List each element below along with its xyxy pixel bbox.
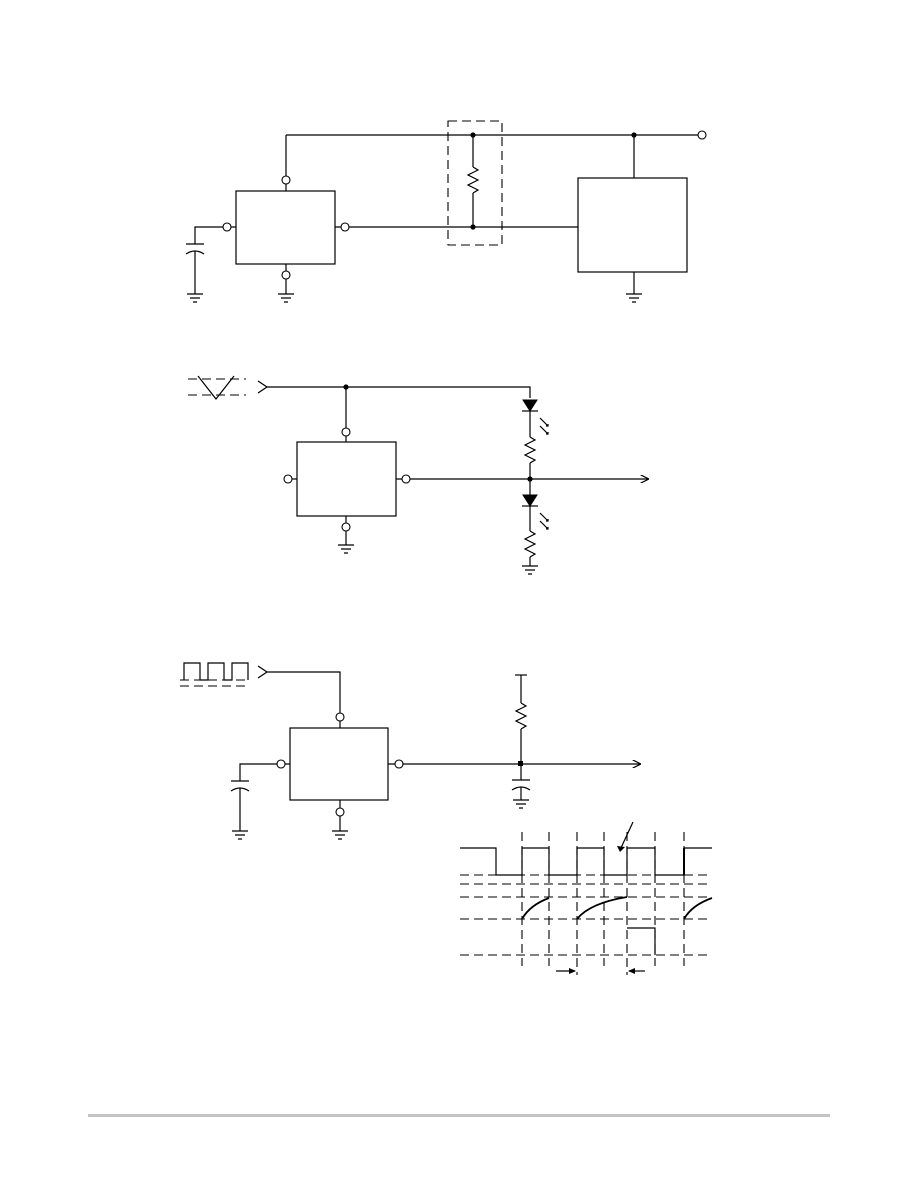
input-arrowhead — [257, 380, 269, 394]
ic-box — [235, 190, 336, 265]
ic-output-pin — [340, 222, 350, 232]
load-box — [577, 177, 688, 273]
ground-symbol — [626, 293, 642, 303]
input-arrowhead — [257, 665, 269, 679]
ic-box — [289, 727, 389, 801]
ground-symbol — [278, 293, 294, 303]
ic-ground-pin — [335, 807, 345, 817]
resistor-lower — [523, 530, 537, 558]
supply-terminal — [697, 130, 707, 140]
ic-ground-pin — [341, 522, 351, 532]
ic-box — [296, 441, 397, 517]
timing-diagram — [460, 821, 713, 975]
triangle-input-waveform — [188, 375, 246, 400]
footer-rule — [88, 1114, 830, 1117]
ic-input-pin — [283, 474, 293, 484]
figure-3-circuit — [180, 662, 640, 840]
charge-curve — [521, 897, 550, 920]
ic-output-pin — [401, 474, 411, 484]
ic-vcc-pin — [281, 175, 291, 185]
led-upper — [522, 399, 549, 435]
pull-up-dashed-box — [447, 120, 503, 246]
charge-curve — [576, 896, 628, 920]
ground-symbol — [232, 830, 248, 840]
pull-up-resistor — [466, 166, 480, 194]
resistor-upper — [523, 436, 537, 464]
output-resistor — [514, 702, 528, 730]
ground-symbol — [187, 293, 203, 303]
ic-trigger-pin — [335, 712, 345, 722]
output-pulse — [627, 927, 656, 955]
ic-input-pin — [276, 759, 286, 769]
figure-1-circuit — [185, 120, 707, 303]
figure-2-circuit — [188, 375, 648, 575]
ic-output-pin — [394, 759, 404, 769]
ground-symbol — [513, 799, 529, 809]
ic-input-pin — [222, 222, 232, 232]
ground-symbol — [522, 565, 538, 575]
ground-symbol — [332, 830, 348, 840]
charge-curve — [683, 897, 713, 920]
trigger-waveform — [460, 847, 712, 876]
ic-ground-pin — [281, 270, 291, 280]
square-input-waveform — [180, 662, 250, 687]
ic-vcc-pin — [341, 427, 351, 437]
led-lower — [522, 494, 549, 530]
ground-symbol — [338, 544, 354, 554]
pointer-arrow — [619, 821, 634, 851]
